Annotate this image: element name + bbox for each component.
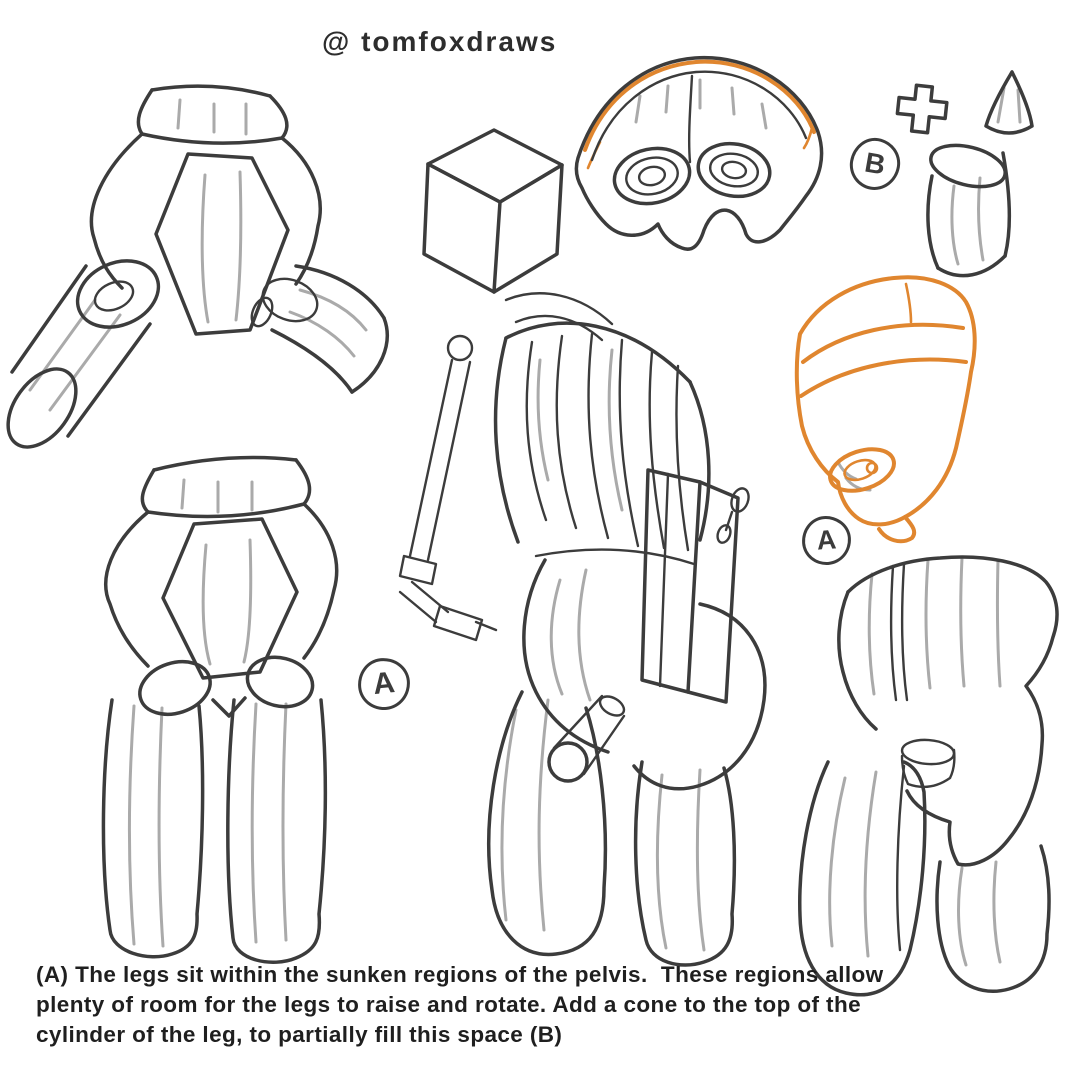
artist-handle: @ tomfoxdraws [322,26,558,57]
pelvis-front-upright-sketch [101,455,339,964]
pelvis-with-leg-sketch [798,555,1059,997]
plus-cone-cylinder-sketch [895,70,1034,278]
pelvis-side-orange-sketch [794,275,977,544]
caption-line: cylinder of the leg, to partially fill t… [36,1022,563,1047]
label-b-text: B [862,146,888,181]
cone-sketch [984,70,1034,135]
torso-pelvis-side-sketch [398,128,767,967]
plus-icon [895,83,949,135]
label-a-text: A [815,524,838,556]
label-a-text: A [371,665,397,702]
cylinder-top [929,143,1007,189]
caption-line: (A) The legs sit within the sunken regio… [36,962,884,987]
pelvis-top-view-sketch [574,55,824,251]
pelvis-front-with-legs-sketch [6,84,389,449]
caption-line: plenty of room for the legs to raise and… [36,992,862,1017]
caption-block: (A) The legs sit within the sunken regio… [36,960,1056,1050]
